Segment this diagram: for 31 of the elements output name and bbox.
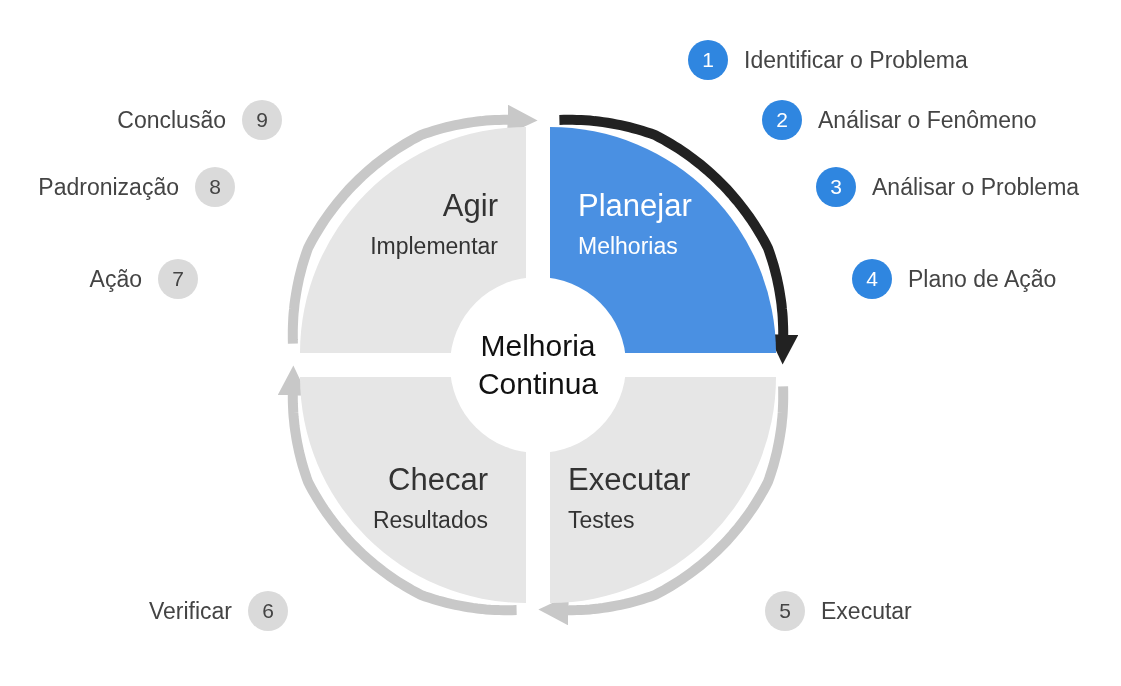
step-number: 7	[158, 259, 198, 299]
step-number: 6	[248, 591, 288, 631]
step-number: 9	[242, 100, 282, 140]
quadrant-title: Checar	[388, 461, 488, 499]
cycle-arrow	[558, 114, 799, 365]
quadrant-subtitle: Melhorias	[578, 232, 678, 261]
step-label: Identificar o Problema	[744, 46, 968, 75]
step-number: 8	[195, 167, 235, 207]
step-number: 5	[765, 591, 805, 631]
step-number: 3	[816, 167, 856, 207]
quadrant-title: Executar	[568, 461, 691, 499]
step-label: Verificar	[148, 597, 232, 626]
quadrant-subtitle: Resultados	[372, 506, 488, 535]
step-label: Análisar o Fenômeno	[818, 106, 1037, 135]
cycle-arrow	[277, 365, 518, 616]
step-number: 2	[762, 100, 802, 140]
step-label: Ação	[89, 265, 142, 294]
quadrant-subtitle: Implementar	[370, 232, 498, 261]
step-number: 1	[688, 40, 728, 80]
cycle-arrow	[287, 104, 538, 345]
cycle-arrow	[538, 385, 789, 626]
quadrant-subtitle: Testes	[568, 506, 635, 535]
step-label: Análisar o Problema	[872, 173, 1080, 202]
step-label: Padronização	[38, 173, 179, 202]
step-number: 4	[852, 259, 892, 299]
center-label: Melhoria Continua	[476, 328, 600, 402]
step-label: Plano de Ação	[908, 265, 1057, 294]
quadrant-title: Agir	[442, 187, 498, 225]
step-label: Executar	[821, 597, 912, 626]
step-label: Conclusão	[117, 106, 226, 135]
quadrant-title: Planejar	[578, 187, 692, 225]
